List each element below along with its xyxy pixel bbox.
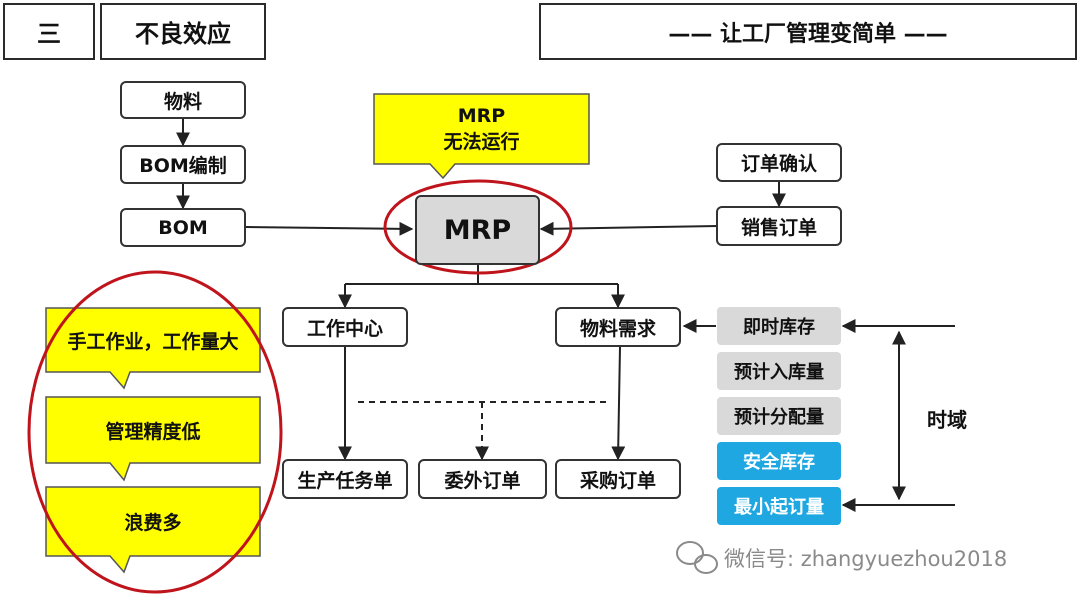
mrp-highlight-ellipse (383, 179, 573, 275)
inventory-min-order: 最小起订量 (717, 487, 841, 525)
mrp-callout-line1: MRP (457, 105, 506, 127)
problems-highlight-ellipse (27, 270, 283, 594)
problem-text-2: 管理精度低 (105, 420, 201, 443)
arrow-sales-to-mrp (539, 221, 719, 236)
problem-text-3: 浪费多 (124, 512, 182, 534)
inventory-expected-in: 预计入库量 (717, 352, 841, 390)
material-demand-node: 物料需求 (555, 307, 681, 347)
time-domain-label: 时域 (927, 408, 967, 432)
arrow-demand-to-purchase (611, 346, 626, 461)
wechat-icon (676, 541, 718, 574)
problem-text-1: 手工作业，工作量大 (67, 330, 239, 353)
arrow-bom-to-mrp (245, 221, 414, 236)
mrp-callout-line2: 无法运行 (443, 131, 520, 153)
watermark-text: 微信号: zhangyuezhou2018 (724, 547, 1008, 571)
inventory-safety-stock: 安全库存 (717, 442, 841, 480)
mrp-callout-shape (373, 93, 590, 180)
production-order-node: 生产任务单 (282, 459, 408, 499)
problem-callout-2 (45, 396, 261, 482)
outsourcing-order-node: 委外订单 (418, 459, 547, 499)
mrp-callout-text: MRP 无法运行 (374, 96, 589, 162)
problem-callout-1 (45, 307, 261, 390)
sales-order-node: 销售订单 (716, 206, 842, 246)
slogan-banner: —— 让工厂管理变简单 —— (539, 3, 1077, 60)
bom-node: BOM (120, 208, 246, 247)
bom-edit-node: BOM编制 (120, 145, 246, 184)
purchase-order-node: 采购订单 (555, 459, 681, 499)
section-number: 三 (3, 3, 95, 60)
material-node: 物料 (120, 81, 246, 119)
section-title: 不良效应 (100, 3, 266, 60)
order-confirm-node: 订单确认 (716, 143, 842, 182)
inventory-current: 即时库存 (717, 307, 841, 345)
mrp-center-node: MRP (415, 195, 540, 265)
problem-callout-3 (45, 486, 261, 574)
work-center-node: 工作中心 (282, 307, 408, 347)
inventory-expected-allocated: 预计分配量 (717, 397, 841, 435)
